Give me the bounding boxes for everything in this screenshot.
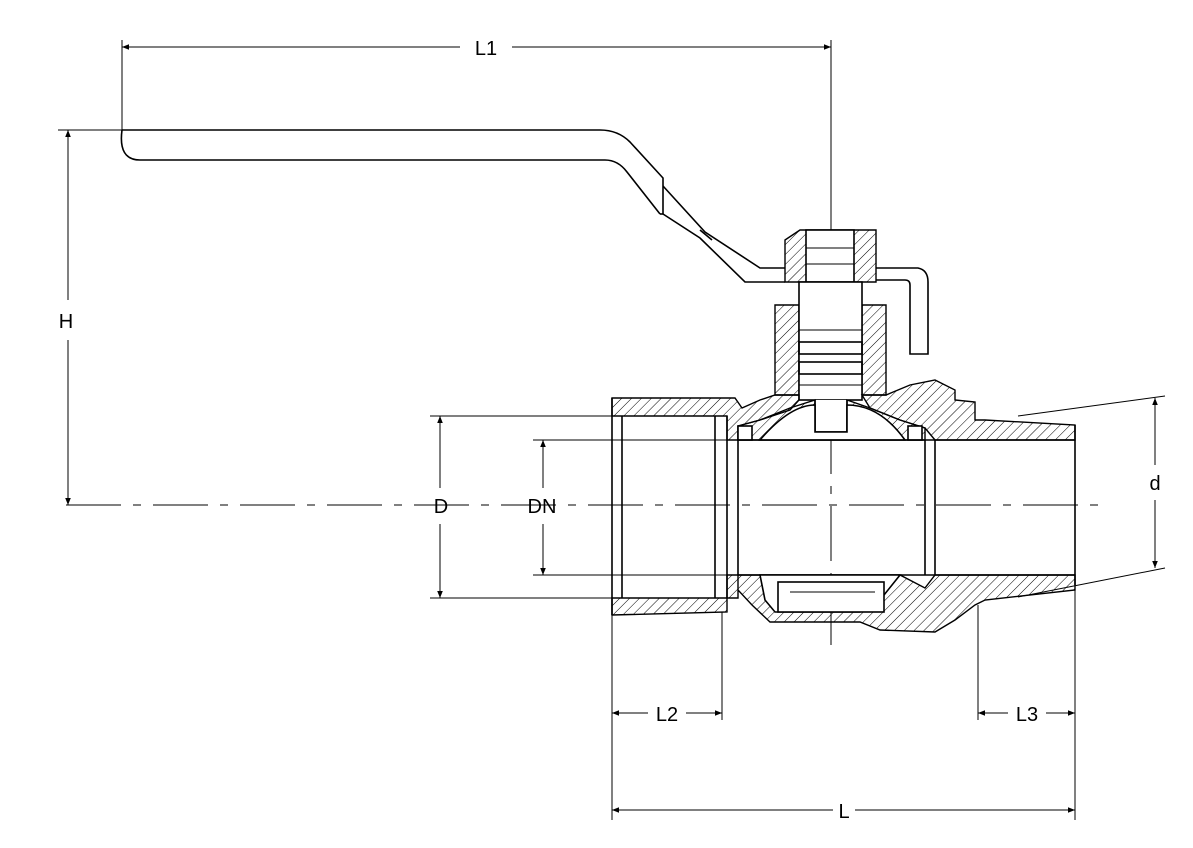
dimension-L2: L2 [611, 612, 723, 726]
dimension-D: D [430, 415, 622, 599]
handle-nut [784, 229, 877, 283]
dimension-H: H [58, 129, 122, 505]
dimension-L3: L3 [977, 585, 1076, 820]
label-D: D [434, 496, 448, 518]
stem-bonnet [774, 281, 887, 433]
valve-body-lower [611, 574, 1076, 633]
label-DN: DN [528, 496, 557, 518]
dimension-L1: L1 [121, 38, 832, 230]
lever-handle [120, 129, 929, 355]
label-L2: L2 [656, 704, 678, 726]
label-L: L [838, 801, 849, 823]
label-d: d [1149, 473, 1160, 495]
label-H: H [59, 311, 73, 333]
label-L3: L3 [1016, 704, 1038, 726]
dimension-DN: DN [528, 439, 738, 576]
valve-body-upper [611, 379, 1076, 441]
dimension-d: d [1017, 395, 1166, 598]
label-L1: L1 [475, 38, 497, 60]
dimension-L: L [611, 720, 1075, 823]
